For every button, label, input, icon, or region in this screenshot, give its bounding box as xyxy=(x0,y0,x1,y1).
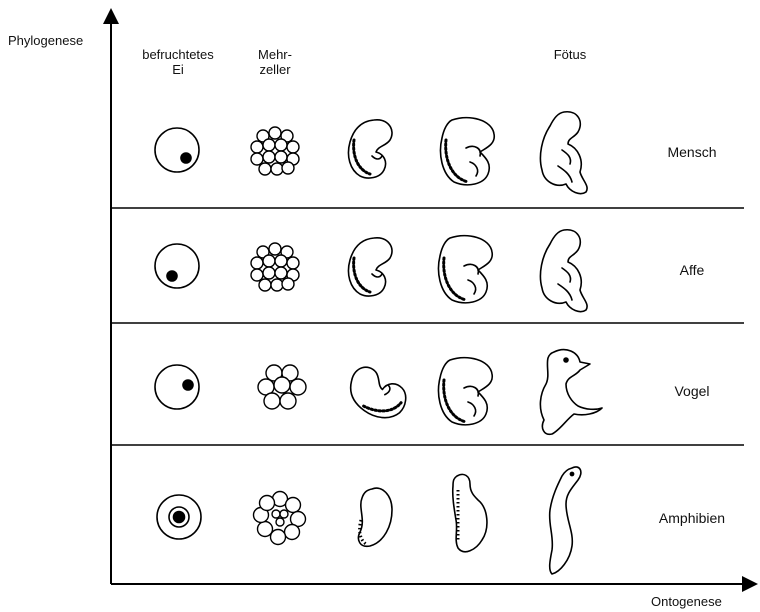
column-header-multicell: Mehr- zeller xyxy=(248,47,302,77)
species-label-mensch: Mensch xyxy=(637,144,747,160)
multicell-mensch xyxy=(251,127,299,175)
row-dividers xyxy=(111,208,744,445)
fetus1-vogel xyxy=(343,363,413,424)
fetus-stage-1 xyxy=(343,120,413,547)
column-header-egg: befruchtetes Ei xyxy=(131,47,225,77)
y-axis-arrow xyxy=(103,8,119,24)
fetus3-vogel xyxy=(540,350,602,435)
species-label-affe: Affe xyxy=(637,262,747,278)
fetus1-amphibien xyxy=(358,488,392,546)
fetus2-vogel xyxy=(439,358,493,425)
column-header-multicell-line2: zeller xyxy=(248,62,302,77)
column-header-fetus: Fötus xyxy=(540,47,600,62)
fetus3-mensch xyxy=(540,112,587,194)
x-axis-label: Ontogenese xyxy=(651,594,722,609)
species-label-vogel: Vogel xyxy=(637,383,747,399)
multicell-vogel xyxy=(258,365,306,409)
axes xyxy=(103,8,758,592)
fetus3-affe xyxy=(540,230,587,312)
column-header-multicell-line1: Mehr- xyxy=(248,47,302,62)
multicell-affe xyxy=(251,243,299,291)
x-axis-arrow xyxy=(742,576,758,592)
fetus-stage-3 xyxy=(540,112,602,574)
fetus2-mensch xyxy=(441,118,495,185)
fetus3-amphibien xyxy=(550,467,581,574)
y-axis-label: Phylogenese xyxy=(8,33,83,48)
fetus-stage-2 xyxy=(439,118,495,552)
fetus1-mensch xyxy=(348,120,392,178)
column-header-egg-line1: befruchtetes xyxy=(131,47,225,62)
column-header-egg-line2: Ei xyxy=(131,62,225,77)
fetus2-amphibien xyxy=(453,474,487,551)
egg-mensch xyxy=(155,128,199,172)
species-label-amphibien: Amphibien xyxy=(637,510,747,526)
multicell-amphibien xyxy=(254,492,306,545)
multicell-column xyxy=(251,127,306,545)
egg-vogel xyxy=(155,365,199,409)
fetus1-affe xyxy=(348,238,392,296)
egg-amphibien xyxy=(157,495,201,539)
egg-column xyxy=(155,128,201,539)
egg-affe xyxy=(155,244,199,288)
fetus2-affe xyxy=(439,236,493,303)
